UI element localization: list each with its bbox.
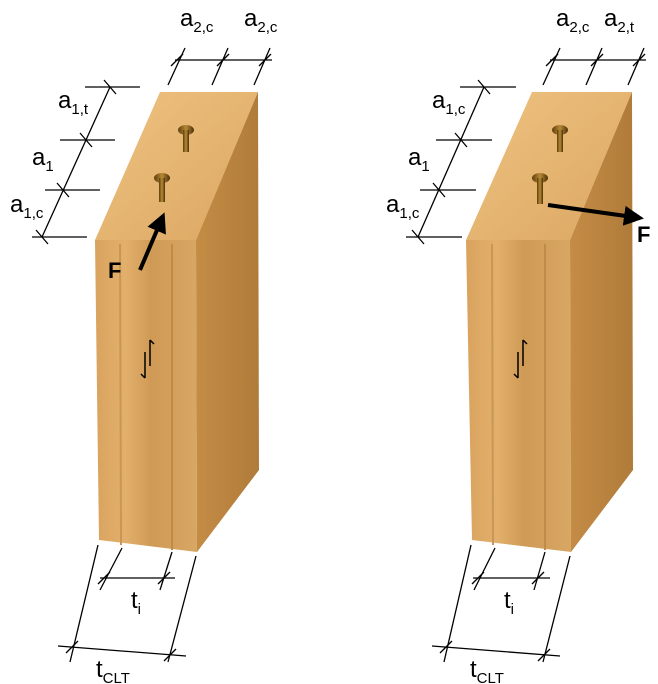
grain-direction-icon (513, 339, 528, 379)
panel-right: a1,c a1 a1,c a2,c a2,t F ti tCLT (386, 5, 650, 684)
clt-block-left (95, 92, 259, 552)
a2-dimension-chain (542, 47, 646, 86)
block-side-face (570, 92, 633, 552)
a1-dimension-chain (406, 79, 516, 245)
ti-label: ti (131, 587, 141, 618)
block-front-face (95, 240, 197, 552)
a2t-label: a2,t (604, 5, 635, 36)
block-top-face (95, 92, 258, 240)
clt-block-right (466, 92, 633, 552)
a2-dimension-chain (167, 47, 272, 86)
a2c-label: a2,c (180, 5, 214, 36)
tclt-label: tCLT (96, 656, 130, 684)
panel-left: a1,t a1 a1,c a2,c a2,c F ti tCLT (10, 5, 278, 684)
screw-icon (532, 173, 548, 204)
ti-label: ti (504, 587, 514, 618)
block-side-face (196, 92, 259, 552)
force-arrow (138, 212, 166, 271)
lamella-line (491, 243, 494, 546)
force-arrow (547, 203, 644, 226)
a1c-label: a1,c (10, 191, 44, 222)
t-dimension-chain (431, 544, 571, 663)
t-dimension-chain (57, 544, 197, 663)
tclt-label: tCLT (470, 656, 504, 684)
block-top-face (466, 92, 632, 240)
a1-dimension-chain (32, 79, 140, 245)
a1c-label: a1,c (386, 191, 420, 222)
force-label: F (108, 258, 121, 283)
grain-direction-icon (140, 339, 155, 379)
screw-icon (552, 125, 568, 152)
lamella-line (119, 243, 122, 546)
screw-icon (178, 125, 194, 152)
a1-label: a1 (408, 144, 430, 175)
a2c-label: a2,c (244, 5, 278, 36)
a2c-label: a2,c (556, 5, 590, 36)
block-front-face (466, 240, 571, 552)
a1-label: a1 (32, 144, 54, 175)
a1t-label: a1,t (58, 87, 89, 118)
force-label: F (637, 222, 650, 247)
screw-icon (154, 173, 170, 202)
a1c-top-label: a1,c (432, 87, 466, 118)
